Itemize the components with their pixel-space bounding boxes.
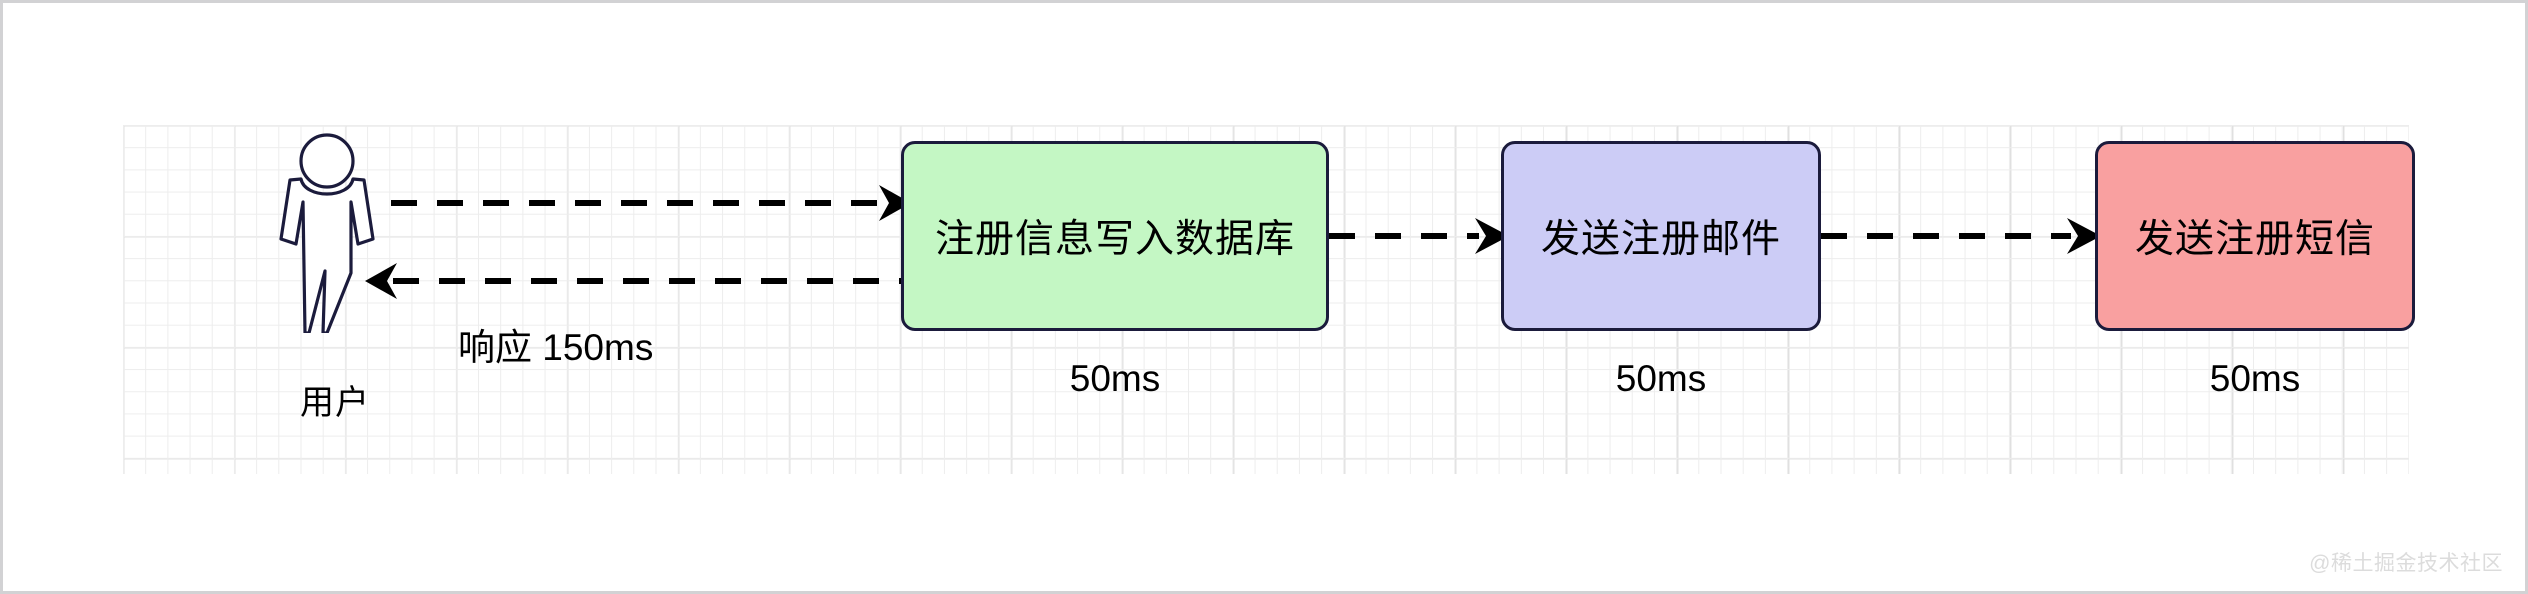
node-label: 发送注册短信 bbox=[2134, 218, 2375, 261]
node-time-db: 50ms bbox=[1069, 358, 1161, 399]
edge-mail-to-sms-arrow bbox=[1821, 216, 2101, 256]
edge-db-to-mail-arrow bbox=[1329, 216, 1509, 256]
node-time-mail: 50ms bbox=[1615, 358, 1707, 399]
edge-response-arrow bbox=[361, 261, 911, 301]
node-send-register-sms[interactable]: 发送注册短信 bbox=[2095, 141, 2415, 331]
node-label: 发送注册邮件 bbox=[1540, 218, 1781, 261]
edge-response-label: 响应 150ms bbox=[458, 327, 654, 368]
node-send-register-email[interactable]: 发送注册邮件 bbox=[1501, 141, 1821, 331]
actor-person-icon bbox=[265, 123, 405, 333]
actor-label: 用户 bbox=[300, 384, 370, 422]
edge-request-arrow bbox=[391, 183, 911, 223]
node-time-sms: 50ms bbox=[2209, 358, 2301, 399]
node-label: 注册信息写入数据库 bbox=[934, 218, 1295, 261]
node-register-write-db[interactable]: 注册信息写入数据库 bbox=[901, 141, 1329, 331]
watermark: @稀土掘金技术社区 bbox=[2309, 552, 2503, 575]
